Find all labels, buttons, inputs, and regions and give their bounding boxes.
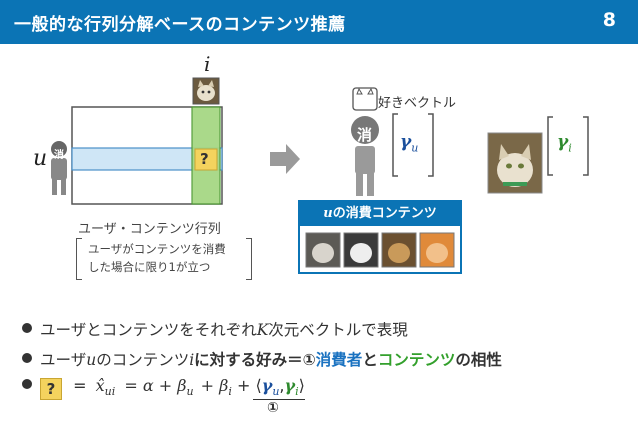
inner-product-term: + ⟨γu,γi⟩ ① [237, 376, 305, 416]
consumer-person-icon [351, 87, 379, 196]
page-number: 8 [602, 9, 616, 31]
underbrace-line [253, 399, 305, 400]
user-row-highlight [71, 147, 223, 171]
bullet-1: ユーザとコンテンツをそれぞれK次元ベクトルで表現 [22, 318, 408, 340]
consumed-contents-title: uの消費コンテンツ [300, 202, 460, 226]
note-line-2: した場合に限り1が立つ [88, 260, 211, 274]
gamma-u-symbol: γu [400, 132, 419, 155]
consumed-cat-thumb-1 [305, 232, 341, 268]
bullet-3-formula: ? = x̂ui = α + βu + βi + ⟨γu,γi⟩ ① [22, 376, 305, 416]
item-cat-icon [192, 77, 220, 105]
user-content-matrix [51, 77, 223, 205]
item-symbol: i [204, 52, 211, 76]
user-person-icon [51, 141, 67, 195]
gamma-i-vector-bracket [547, 116, 589, 176]
consumed-cat-thumb-3 [381, 232, 417, 268]
target-cell [194, 148, 218, 171]
consumed-cat-thumb-2 [343, 232, 379, 268]
user-consume-badge: 消 [54, 150, 64, 161]
user-symbol: u [33, 146, 48, 171]
consumer-badge: 消 [357, 126, 373, 144]
note-left-bracket [76, 238, 82, 280]
slide-title: 一般的な行列分解ベースのコンテンツ推薦 [14, 15, 346, 35]
circled-one-label: ① [267, 400, 279, 416]
note-line-1: ユーザがコンテンツを消費 [88, 242, 226, 256]
item-cat-photo [487, 132, 543, 194]
matrix-note: ユーザがコンテンツを消費 した場合に限り1が立つ [76, 238, 252, 280]
gamma-u-vector-bracket [392, 113, 434, 177]
consumed-cat-thumbnails [305, 232, 455, 268]
bullet-dot [22, 323, 32, 333]
note-right-bracket [246, 238, 252, 280]
bullet-2: ユーザuのコンテンツiに対する好み＝①消費者とコンテンツの相性 [22, 348, 502, 370]
slide-header: 一般的な行列分解ベースのコンテンツ推薦 8 [0, 0, 638, 44]
right-arrow-icon [270, 144, 300, 174]
gamma-i-symbol: γi [557, 132, 572, 155]
consumed-cat-thumb-4 [419, 232, 455, 268]
bullet-dot [22, 353, 32, 363]
cat-face-icon [352, 87, 378, 111]
matrix-label: ユーザ・コンテンツ行列 [78, 222, 221, 237]
preference-vector-label: 好きベクトル [378, 96, 457, 111]
question-badge: ? [40, 378, 62, 400]
bullet-dot [22, 379, 32, 389]
question-cell-mark: ? [200, 150, 209, 168]
consumed-contents-panel: uの消費コンテンツ [298, 200, 462, 274]
